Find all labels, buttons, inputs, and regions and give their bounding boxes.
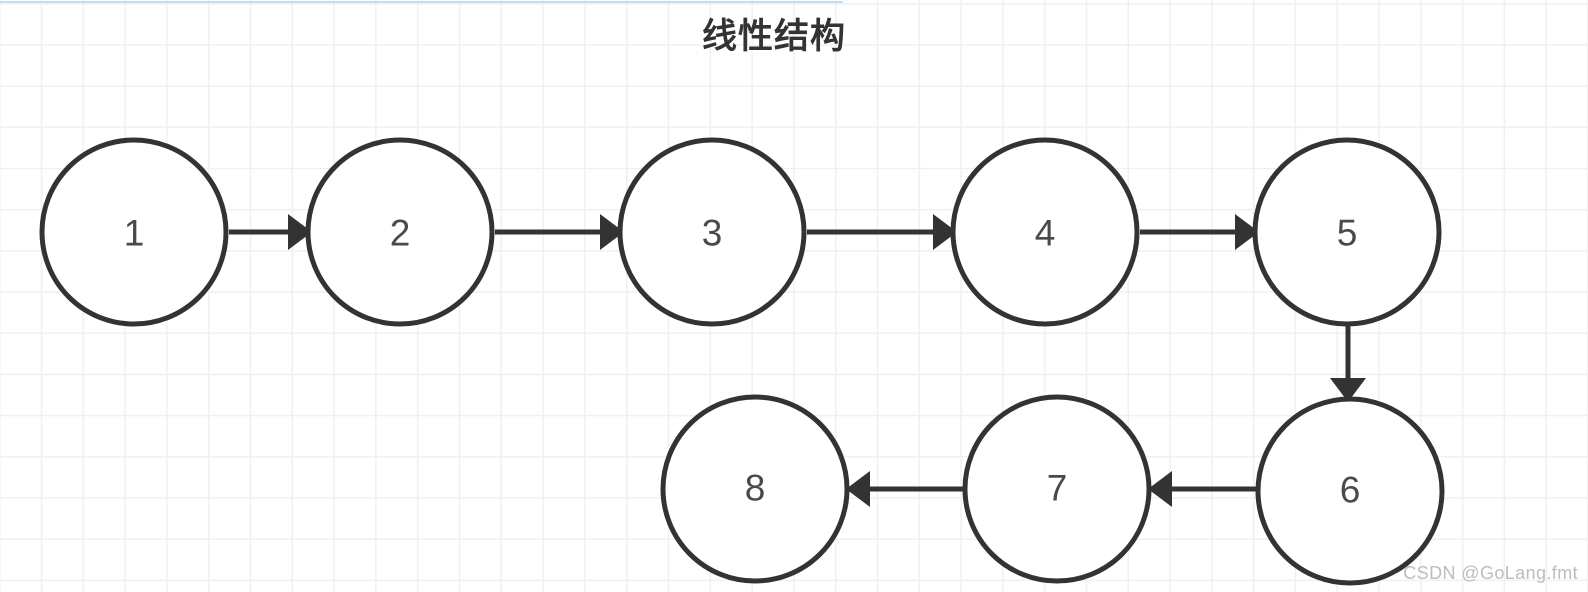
- edge-7-to-8: [846, 471, 963, 507]
- edges-layer: [229, 214, 1366, 507]
- watermark-text: CSDN @GoLang.fmt: [1403, 563, 1578, 583]
- node-1-label: 1: [124, 213, 145, 254]
- node-2-label: 2: [390, 213, 411, 254]
- node-6[interactable]: 6: [1255, 396, 1445, 586]
- node-7[interactable]: 7: [962, 394, 1152, 584]
- node-3-label: 3: [702, 213, 723, 254]
- node-4-label: 4: [1035, 213, 1056, 254]
- edge-6-to-7: [1148, 471, 1256, 507]
- node-3[interactable]: 3: [617, 137, 807, 327]
- node-1[interactable]: 1: [39, 137, 229, 327]
- node-5-label: 5: [1337, 213, 1358, 254]
- node-4[interactable]: 4: [950, 137, 1140, 327]
- node-8-label: 8: [745, 468, 766, 509]
- edge-5-to-6: [1330, 326, 1366, 402]
- node-6-label: 6: [1340, 470, 1361, 511]
- node-7-label: 7: [1047, 468, 1068, 509]
- node-2[interactable]: 2: [305, 137, 495, 327]
- node-8[interactable]: 8: [660, 394, 850, 584]
- edge-2-to-3: [495, 214, 624, 250]
- page-title: 线性结构: [701, 17, 846, 56]
- top-divider-rule: [0, 1, 843, 3]
- nodes-layer: 1 2 3 4 5 6 7: [39, 137, 1445, 586]
- edge-4-to-5: [1140, 214, 1259, 250]
- edge-1-to-2: [229, 214, 312, 250]
- node-5[interactable]: 5: [1252, 137, 1442, 327]
- edge-3-to-4: [807, 214, 957, 250]
